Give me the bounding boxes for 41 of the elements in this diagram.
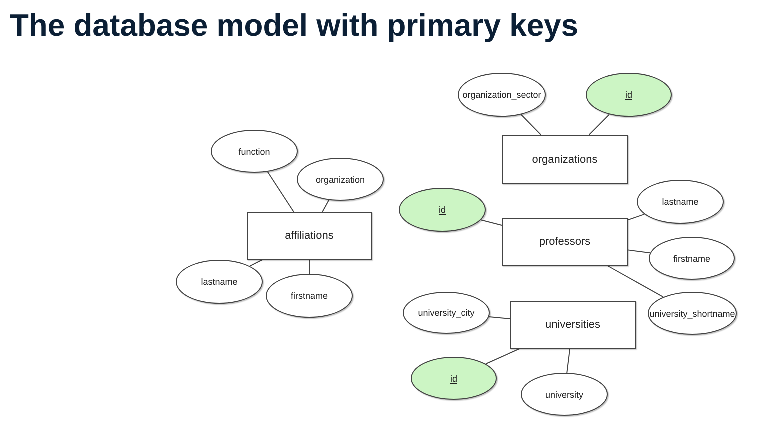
- node-label: lastname: [662, 197, 699, 207]
- connector-line: [628, 250, 651, 254]
- key-attribute-ellipse: [399, 188, 486, 232]
- node-label: organizations: [532, 154, 598, 166]
- connector-line: [267, 171, 294, 212]
- node-label: function: [238, 146, 270, 156]
- connector-line: [480, 220, 502, 226]
- attribute-ellipse: [176, 260, 263, 304]
- connector-line: [322, 200, 330, 212]
- connector-line: [488, 316, 510, 320]
- entity-box: [247, 212, 372, 260]
- connector-line: [628, 214, 646, 221]
- node-label: university_shortname: [650, 308, 736, 318]
- node-label: firstname: [290, 291, 328, 301]
- node-label: lastname: [201, 277, 238, 287]
- entity-box: [502, 218, 628, 266]
- diagram-title: The database model with primary keys: [10, 8, 579, 44]
- attribute-ellipse: [266, 274, 353, 318]
- node-label: university: [545, 390, 584, 400]
- connector-line: [250, 260, 264, 267]
- entity-box: [510, 301, 636, 349]
- node-label: professors: [539, 236, 591, 248]
- connector-line: [485, 348, 520, 365]
- node-label: organization: [316, 174, 366, 184]
- node-label: id: [438, 205, 446, 215]
- node-label: universities: [545, 319, 601, 331]
- key-attribute-ellipse: [411, 357, 497, 400]
- node-label: organization_sector: [462, 90, 542, 100]
- node-label: university_city: [418, 308, 475, 318]
- node-label: firstname: [673, 254, 710, 264]
- connector-line: [607, 266, 664, 298]
- node-label: id: [625, 90, 632, 100]
- node-label: affiliations: [285, 230, 334, 242]
- connector-line: [566, 348, 571, 374]
- connector-line: [309, 260, 310, 274]
- node-label: id: [450, 374, 458, 384]
- entity-box: [502, 135, 628, 184]
- attribute-ellipse: [297, 158, 384, 201]
- attribute-ellipse: [211, 130, 298, 173]
- connector-line: [520, 114, 542, 136]
- connector-line: [588, 114, 610, 136]
